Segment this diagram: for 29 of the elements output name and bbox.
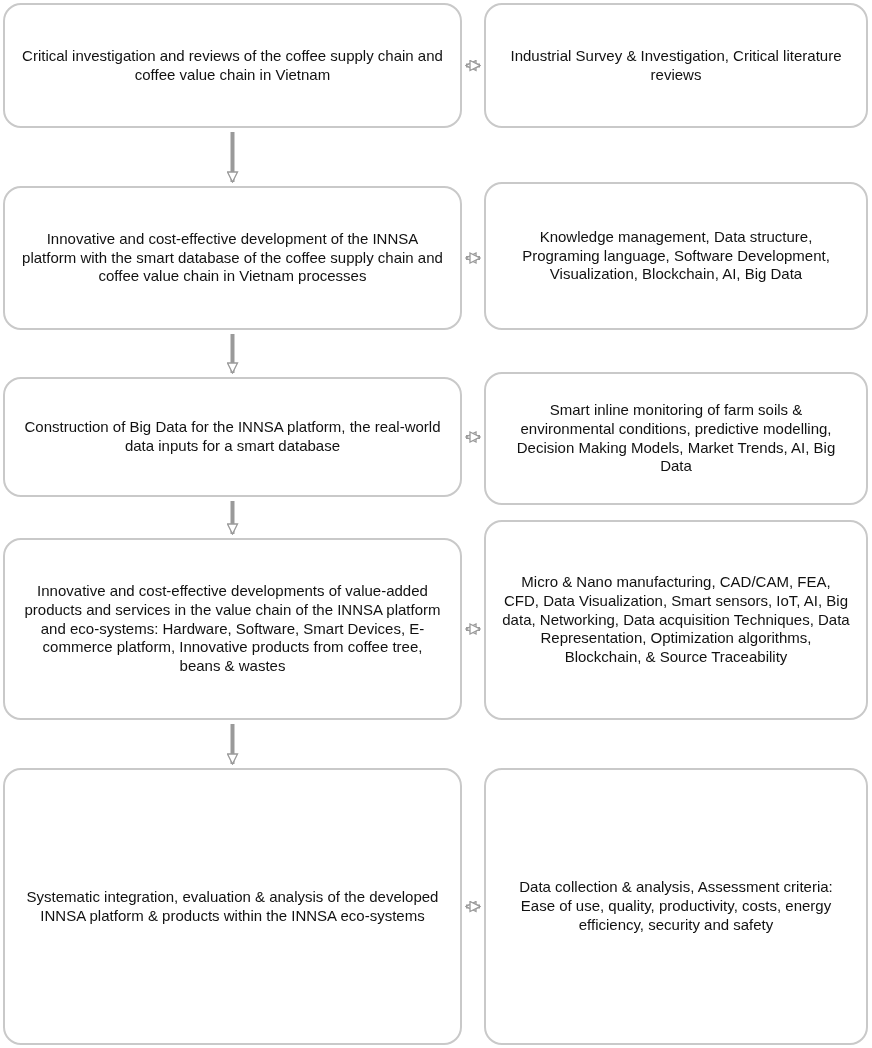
box-text: Micro & Nano manufacturing, CAD/CAM, FEA, CFD, Data Visualization, Smart sensors, IoT, AI, Big data, Networking, Data acquisition Techniques, Data Representation, Optimization algorithms, Blockchain, & Source Traceability [502,573,850,667]
process-box [3,768,462,1045]
arrow [465,252,481,264]
arrow [465,59,481,72]
process-box [484,768,868,1045]
box-text: Smart inline monitoring of farm soils & environmental conditions, predictive modelling, Decision Making Models, Market Trends, AI, Big Data [515,401,837,476]
arrow [465,900,481,913]
process-box [3,186,462,330]
box-text: Critical investigation and reviews of the coffee supply chain and coffee value chain in Vietnam [21,46,444,85]
process-box [484,3,868,128]
process-box [3,3,462,128]
box-text: Industrial Survey & Investigation, Critical literature reviews [509,46,843,85]
arrow [226,132,239,183]
box-text: Construction of Big Data for the INNSA platform, the real-world data inputs for a smart database [23,418,442,456]
box-text: Innovative and cost-effective development of the INNSA platform with the smart database of the coffee supply chain and coffee value chain in Vietnam processes [21,229,444,287]
process-box [3,538,462,720]
arrow [465,431,481,443]
arrow [226,334,239,374]
arrow [465,623,481,635]
process-box [3,377,462,497]
arrow [226,724,239,765]
box-text: Data collection & analysis, Assessment criteria: Ease of use, quality, productivity, costs, energy efficiency, security and safety [518,878,834,935]
box-text: Innovative and cost-effective developments of value-added products and services in the value chain of the INNSA platform and eco-systems: Hardware, Software, Smart Devices, E-commerce platform, Innovative products from coffee tree, beans & wastes [23,582,442,676]
box-text: Systematic integration, evaluation & analysis of the developed INNSA platform & products within the INNSA eco-systems [25,887,440,926]
arrow [226,501,239,535]
process-box [484,182,868,330]
process-box [484,520,868,720]
process-box [484,372,868,505]
box-text: Knowledge management, Data structure, Programing language, Software Development, Visualization, Blockchain, AI, Big Data [521,227,831,285]
